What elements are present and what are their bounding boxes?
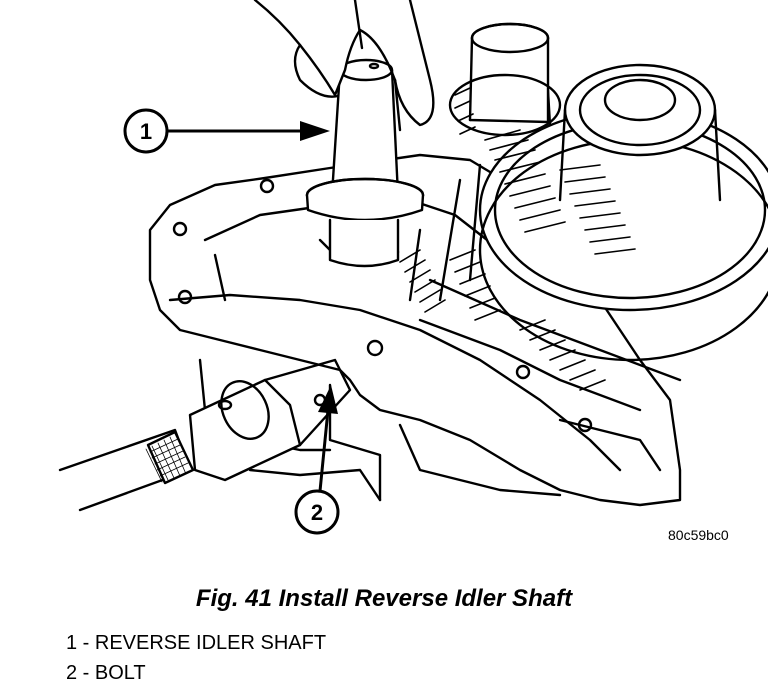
gear-teeth (399, 87, 636, 391)
callout-1-number: 1 (140, 119, 152, 144)
hand (253, 0, 435, 132)
socket-tool (58, 358, 352, 512)
legend: 1 - REVERSE IDLER SHAFT 2 - BOLT (66, 628, 326, 688)
figure-caption: Fig. 41 Install Reverse Idler Shaft (195, 585, 573, 612)
callout-2 (294, 385, 340, 535)
reverse-idler-shaft (305, 58, 425, 268)
gear-cluster (408, 22, 768, 412)
figure-id: 80c59bc0 (668, 527, 729, 543)
legend-item-reverse-idler-shaft: 1 - REVERSE IDLER SHAFT (66, 632, 327, 654)
transmission-illustration: 1 2 (58, 0, 768, 535)
callout-2-number: 2 (311, 500, 323, 525)
tool-knurl (145, 436, 189, 483)
legend-item-bolt: 2 - BOLT (66, 662, 146, 684)
callout-1 (123, 108, 330, 154)
